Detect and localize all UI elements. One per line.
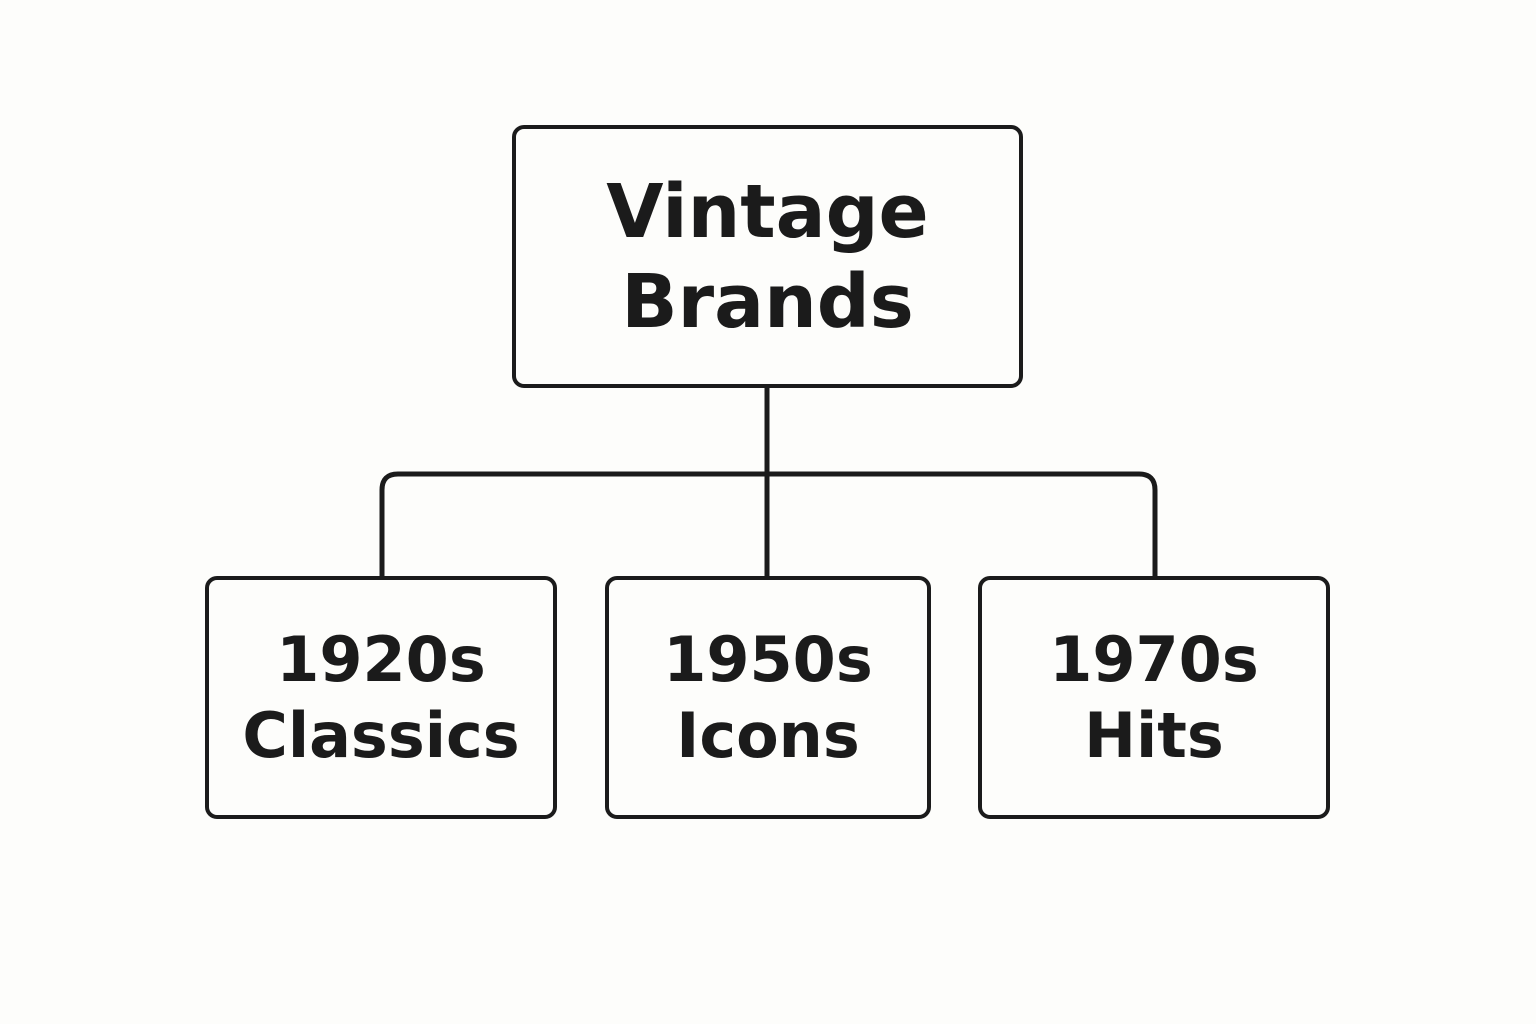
child-node-line2: Hits xyxy=(1084,698,1224,772)
root-node-line2: Brands xyxy=(621,258,914,345)
child-node-1970s-hits: 1970s Hits xyxy=(978,576,1330,819)
child-node-1950s-icons: 1950s Icons xyxy=(605,576,931,819)
child-node-1920s-classics: 1920s Classics xyxy=(205,576,557,819)
root-node-line1: Vintage xyxy=(606,168,929,255)
child-node-line1: 1950s xyxy=(663,622,873,696)
root-node-vintage-brands: Vintage Brands xyxy=(512,125,1023,388)
child-node-line1: 1970s xyxy=(1049,622,1259,696)
child-node-line2: Classics xyxy=(242,698,520,772)
child-node-line1: 1920s xyxy=(276,622,486,696)
child-node-line2: Icons xyxy=(676,698,860,772)
connector-branch xyxy=(379,471,1158,581)
